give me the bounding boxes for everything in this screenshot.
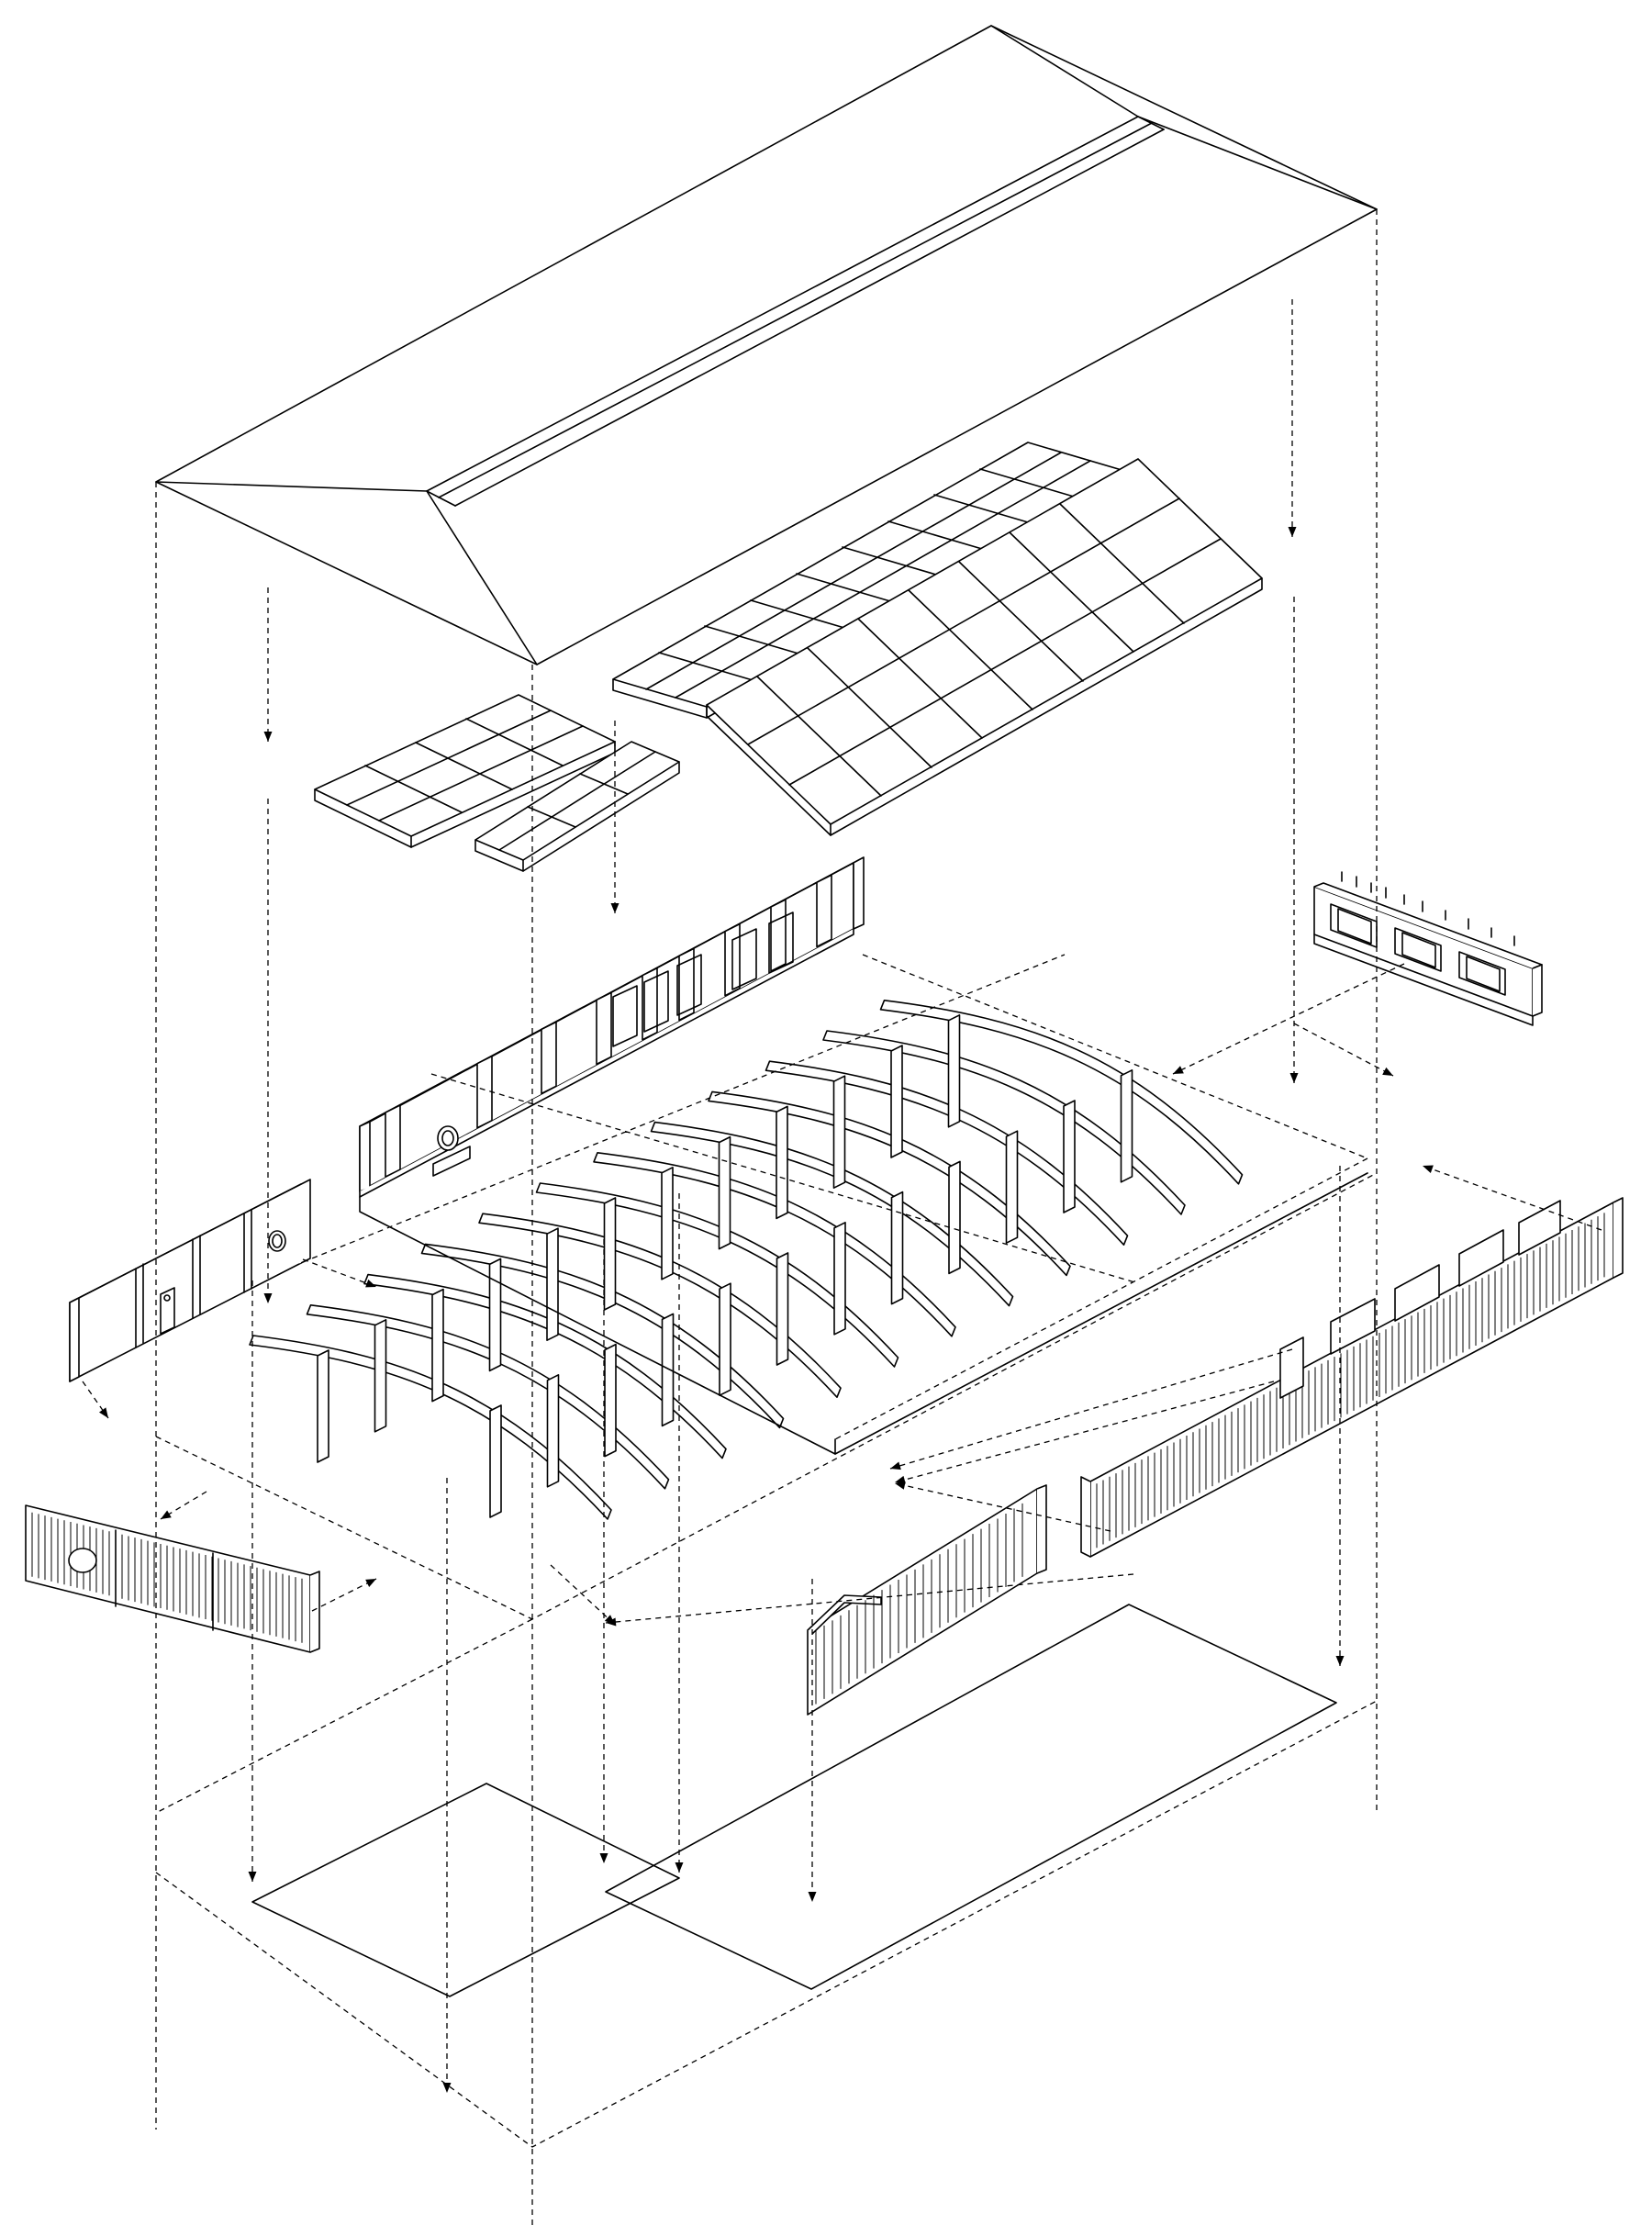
post xyxy=(947,1014,961,1128)
wall-doors xyxy=(612,911,794,1047)
guide-line xyxy=(311,1578,377,1612)
guide-line xyxy=(894,1482,1111,1532)
arrowhead xyxy=(442,2083,452,2093)
guide-line xyxy=(550,1564,616,1626)
post xyxy=(890,1191,904,1305)
wall-pier xyxy=(816,874,832,948)
rafter xyxy=(765,1060,1129,1246)
screen-right xyxy=(1080,1197,1624,1558)
roof-panels xyxy=(314,442,1263,872)
roof-panel-group-small xyxy=(314,694,680,872)
arrowhead xyxy=(99,1407,108,1418)
post xyxy=(317,1349,329,1463)
guide-line xyxy=(1293,1023,1394,1077)
post xyxy=(489,1404,502,1518)
wall-pier xyxy=(770,899,787,972)
arrowhead xyxy=(606,1617,617,1627)
wall-pier xyxy=(476,1055,493,1129)
screen-center-slats xyxy=(815,1503,1023,1705)
post xyxy=(546,1374,560,1488)
rafter xyxy=(535,1182,899,1368)
arrowhead xyxy=(1382,1067,1393,1076)
arrowhead xyxy=(248,1872,257,1882)
arrowhead xyxy=(599,1853,608,1863)
post xyxy=(1063,1100,1076,1213)
rafter xyxy=(306,1304,670,1490)
roof-shell xyxy=(155,25,1378,665)
arrowhead xyxy=(1423,1165,1434,1173)
arrowhead xyxy=(610,903,620,913)
post xyxy=(604,1343,617,1458)
arrowhead xyxy=(161,1510,172,1519)
wall-pier xyxy=(596,991,612,1066)
rafter xyxy=(363,1273,727,1459)
arrowhead xyxy=(1289,1073,1299,1083)
roof-panel-group-large xyxy=(612,442,1263,836)
post xyxy=(890,1045,903,1158)
guide-line xyxy=(1422,1165,1602,1231)
guide-line xyxy=(82,1381,109,1419)
wall-porthole xyxy=(437,1125,459,1151)
post xyxy=(546,1227,559,1341)
post xyxy=(776,1252,789,1366)
arrowhead xyxy=(365,1579,376,1587)
post xyxy=(603,1197,617,1311)
arrowhead xyxy=(808,1892,817,1902)
wall-pier xyxy=(541,1021,557,1095)
arrowhead xyxy=(1335,1656,1345,1666)
wall-pier xyxy=(642,967,658,1041)
arrowhead xyxy=(263,732,273,742)
post xyxy=(661,1313,675,1427)
arrowhead xyxy=(1173,1066,1184,1074)
post xyxy=(488,1258,502,1372)
screen-right-slats xyxy=(1096,1213,1605,1549)
rafter xyxy=(650,1121,1014,1307)
post xyxy=(1005,1130,1019,1244)
post xyxy=(374,1319,387,1433)
post xyxy=(661,1167,674,1280)
post xyxy=(833,1222,846,1336)
post xyxy=(719,1282,731,1396)
frame-base-left xyxy=(359,1172,1368,1455)
rafter xyxy=(879,1000,1244,1185)
rafters xyxy=(249,954,1244,1520)
arrowhead xyxy=(895,1481,906,1490)
post xyxy=(948,1160,961,1275)
ground-footprint xyxy=(155,209,1378,2225)
rafter xyxy=(478,1213,842,1398)
guide-line xyxy=(605,1573,1134,1624)
left-end-wall xyxy=(69,1179,311,1382)
post xyxy=(776,1105,788,1220)
wall-pier xyxy=(385,1104,401,1178)
screen-left xyxy=(25,1504,320,1653)
arrowhead xyxy=(890,1461,901,1470)
arrowhead xyxy=(263,1293,273,1303)
rafter-frame xyxy=(249,954,1368,1520)
rafter xyxy=(249,1335,612,1520)
right-end-wall xyxy=(1313,871,1543,1026)
rafter xyxy=(822,1030,1186,1215)
arrowhead xyxy=(895,1475,906,1484)
back-wall xyxy=(359,856,865,1198)
arrowhead xyxy=(1288,527,1297,537)
wall-pier xyxy=(678,947,695,1022)
guide-line xyxy=(894,1381,1275,1483)
guide-line xyxy=(302,1258,377,1288)
rafter xyxy=(593,1152,956,1337)
guide-line xyxy=(1172,963,1405,1075)
screen-center xyxy=(807,1484,1047,1716)
rafter xyxy=(708,1090,1071,1277)
post xyxy=(832,1075,846,1189)
assembly-arrows xyxy=(82,299,1602,2093)
rafter xyxy=(420,1243,785,1429)
post xyxy=(1120,1069,1133,1183)
frame-guide-line xyxy=(302,954,1139,1284)
post xyxy=(431,1288,444,1403)
post xyxy=(718,1135,731,1250)
arrowhead xyxy=(675,1862,684,1873)
arrowhead xyxy=(365,1279,376,1288)
